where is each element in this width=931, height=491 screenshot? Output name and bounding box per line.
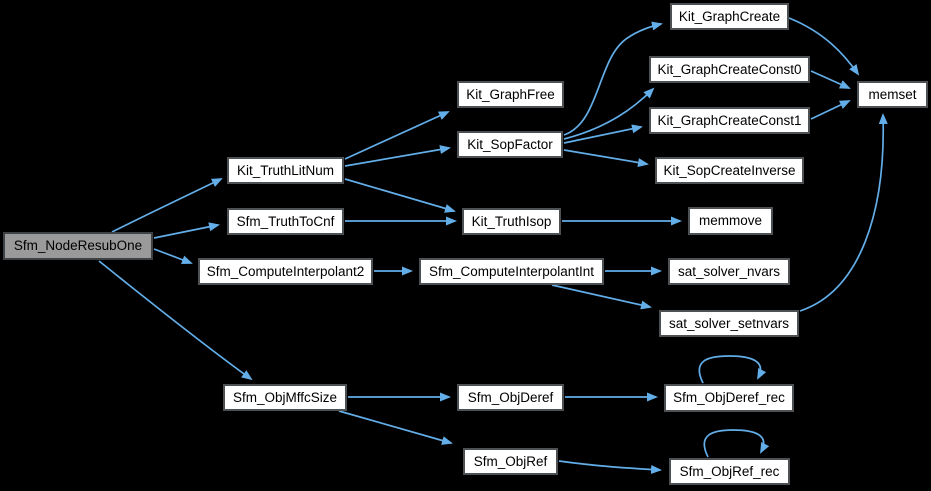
edge-kit-graphcreateconst1-to-memset [810,100,851,120]
edge-root-to-kit-truthlitnum [111,178,223,233]
edge-sfm-objref-rec-self-loop [703,429,770,458]
node-sat-solver-setnvars[interactable]: sat_solver_setnvars [659,310,799,337]
node-sfm-computeinterpolantint[interactable]: Sfm_ComputeInterpolantInt [419,258,604,285]
node-sat-solver-nvars[interactable]: sat_solver_nvars [668,258,790,285]
node-kit-sopfactor[interactable]: Kit_SopFactor [457,131,563,158]
node-memset[interactable]: memset [857,81,928,108]
edge-root-to-sfm-computeinterpolant2 [153,248,193,265]
edge-kit-sopfactor-to-kit-graphcreateconst0 [563,87,655,140]
edge-kit-sopfactor-to-kit-graphcreateconst1 [563,124,643,144]
node-kit-graphfree[interactable]: Kit_GraphFree [457,81,564,108]
node-kit-truthlitnum[interactable]: Kit_TruthLitNum [227,157,344,184]
node-kit-graphcreateconst0[interactable]: Kit_GraphCreateConst0 [649,56,810,83]
edge-kit-graphcreate-to-memset [788,17,860,76]
edge-sat-solver-setnvars-to-memset [799,113,888,312]
edge-root-to-sfm-truthtocnf [153,222,220,239]
edge-kit-truthlitnum-to-kit-sopfactor [344,145,451,167]
node-sfm-truthtocnf[interactable]: Sfm_TruthToCnf [227,208,344,235]
edge-kit-truthlitnum-to-kit-graphfree [344,111,450,160]
edge-kit-truthlitnum-to-kit-truthisop [344,178,456,213]
edge-sfm-objref-to-sfm-objref-rec [558,460,662,474]
node-sfm-objref-rec[interactable]: Sfm_ObjRef_rec [669,458,790,485]
edge-sfm-objderef-rec-self-loop [698,355,767,384]
node-kit-sopcreateinverse[interactable]: Kit_SopCreateInverse [655,157,804,184]
node-sfm-noderesubone: Sfm_NodeResubOne [3,232,153,260]
node-sfm-objmffcsize[interactable]: Sfm_ObjMffcSize [223,384,347,411]
node-sfm-objderef[interactable]: Sfm_ObjDeref [457,384,564,411]
edge-root-to-sfm-objmffcsize [98,260,253,381]
node-sfm-computeinterpolant2[interactable]: Sfm_ComputeInterpolant2 [198,258,373,285]
edge-kit-sopfactor-to-kit-graphcreate [563,21,663,136]
node-sfm-objderef-rec[interactable]: Sfm_ObjDeref_rec [664,384,794,412]
edge-sfm-objmffcsize-to-sfm-objref [338,410,453,445]
edge-kit-sopfactor-to-kit-sopcreateinverse [563,149,649,167]
node-kit-graphcreateconst1[interactable]: Kit_GraphCreateConst1 [649,107,810,134]
edge-kit-graphcreateconst0-to-memset [810,70,851,89]
node-memmove[interactable]: memmove [688,207,773,235]
edge-sfm-computeinterpolantint-to-sat-solver-setnvars [551,284,652,310]
node-kit-truthisop[interactable]: Kit_TruthIsop [462,208,561,235]
node-sfm-objref[interactable]: Sfm_ObjRef [463,448,558,475]
node-kit-graphcreate[interactable]: Kit_GraphCreate [670,3,789,30]
